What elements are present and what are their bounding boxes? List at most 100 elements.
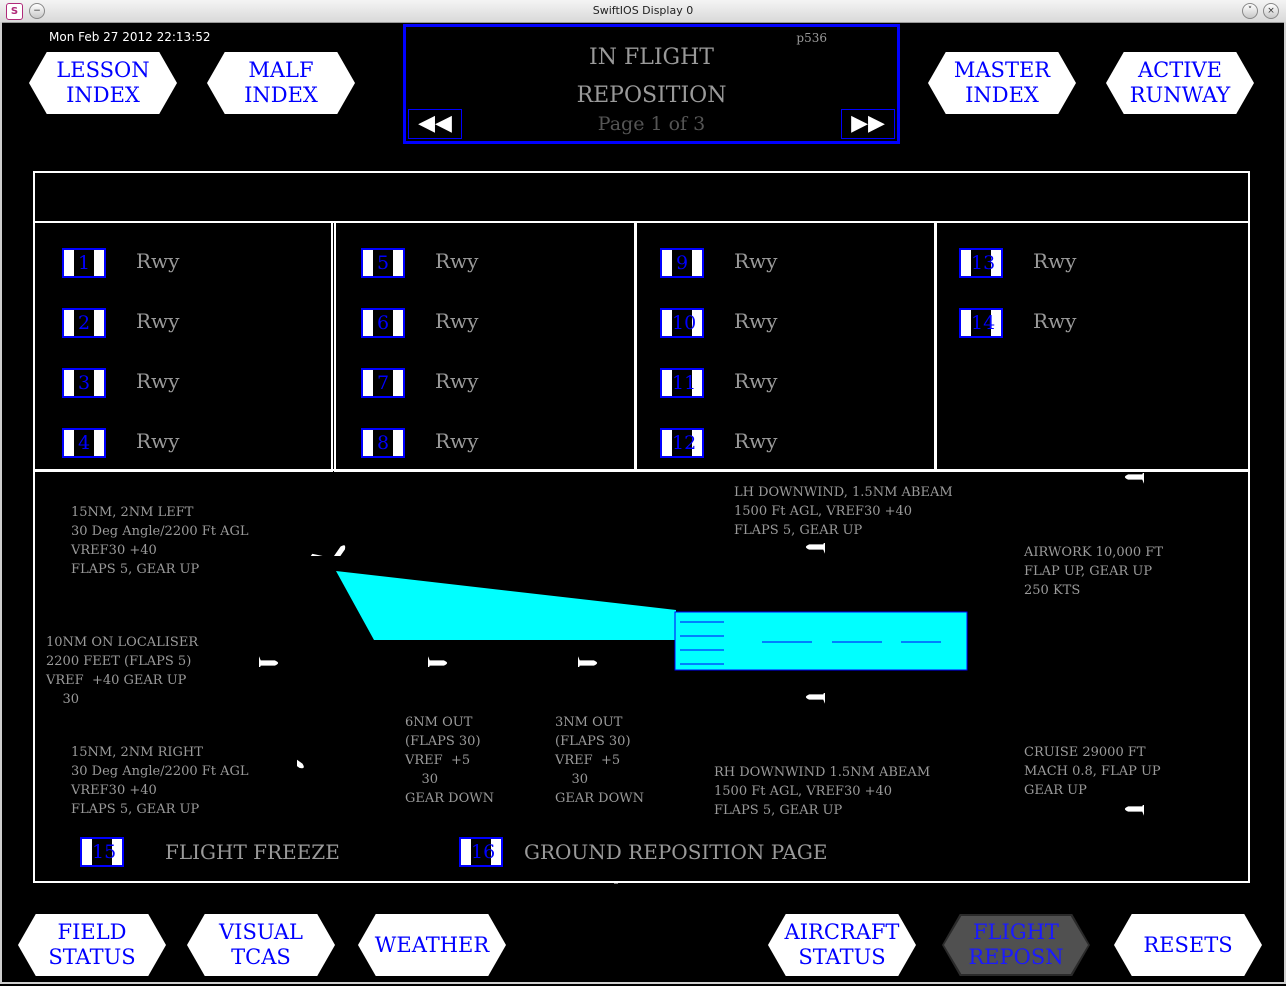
window-menu-button[interactable]: − bbox=[29, 3, 45, 19]
label-rh-downwind: RH DOWNWIND 1.5NM ABEAM 1500 Ft AGL, VRE… bbox=[714, 765, 931, 818]
runway-select-button-11[interactable]: 11 bbox=[660, 368, 704, 398]
prev-page-button[interactable]: ◀◀ bbox=[408, 109, 462, 139]
airplane-icon-right-15nm[interactable] bbox=[297, 724, 343, 778]
runway-select-button-9[interactable]: 9 bbox=[660, 248, 704, 278]
page-title-line1: IN FLIGHT bbox=[589, 45, 714, 70]
runway-select-button-13[interactable]: 13 bbox=[959, 248, 1003, 278]
runway-label: Rwy bbox=[435, 429, 479, 453]
lesson-index-label: LESSON INDEX bbox=[56, 58, 150, 107]
next-page-button[interactable]: ▶▶ bbox=[841, 109, 895, 139]
rewind-icon: ◀◀ bbox=[418, 111, 452, 136]
lesson-index-button[interactable]: LESSON INDEX bbox=[29, 52, 177, 114]
runway-select-number: 6 bbox=[373, 310, 393, 336]
runway-label: Rwy bbox=[435, 309, 479, 333]
fast-forward-icon: ▶▶ bbox=[851, 111, 885, 136]
airplane-icon-rh-downwind[interactable] bbox=[779, 693, 825, 747]
runway-column-4 bbox=[935, 221, 1250, 472]
runway-label: Rwy bbox=[1033, 309, 1077, 333]
aircraft-status-button[interactable]: AIRCRAFT STATUS bbox=[768, 914, 916, 976]
airplane-icon-6nm-out[interactable] bbox=[428, 613, 474, 667]
runway-select-number: 13 bbox=[971, 250, 996, 276]
runway-column-1 bbox=[33, 221, 333, 472]
runway-label: Rwy bbox=[136, 429, 180, 453]
master-index-label: MASTER INDEX bbox=[953, 58, 1051, 107]
field-status-button[interactable]: FIELD STATUS bbox=[18, 914, 166, 976]
visual-tcas-button[interactable]: VISUAL TCAS bbox=[187, 914, 335, 976]
weather-button[interactable]: WEATHER bbox=[358, 914, 506, 976]
ground-reposition-label: GROUND REPOSITION PAGE bbox=[524, 840, 828, 864]
runway-select-number: 10 bbox=[672, 310, 697, 336]
aircraft-status-label: AIRCRAFT STATUS bbox=[784, 920, 900, 969]
runway-select-button-14[interactable]: 14 bbox=[959, 308, 1003, 338]
runway-select-button-5[interactable]: 5 bbox=[361, 248, 405, 278]
runway-label: Rwy bbox=[136, 369, 180, 393]
airplane-icon-3nm-out[interactable] bbox=[578, 613, 624, 667]
malf-index-label: MALF INDEX bbox=[244, 58, 318, 107]
label-6nm-out: 6NM OUT (FLAPS 30) VREF +5 30 GEAR DOWN bbox=[405, 715, 495, 806]
airplane-icon-left-15nm[interactable] bbox=[305, 502, 351, 556]
runway-label: Rwy bbox=[136, 249, 180, 273]
window-close-button[interactable]: × bbox=[1263, 3, 1279, 19]
label-right-15nm: 15NM, 2NM RIGHT 30 Deg Angle/2200 Ft AGL… bbox=[71, 745, 249, 817]
flight-reposn-button[interactable]: FLIGHT REPOSN bbox=[942, 914, 1090, 976]
runway-select-button-10[interactable]: 10 bbox=[660, 308, 704, 338]
display-frame bbox=[0, 22, 1286, 984]
runway-label: Rwy bbox=[734, 429, 778, 453]
flight-reposn-label: FLIGHT REPOSN bbox=[968, 920, 1064, 969]
runway-select-number: 2 bbox=[74, 310, 94, 336]
resets-label: RESETS bbox=[1143, 932, 1233, 957]
flight-freeze-button[interactable]: 15 bbox=[80, 837, 124, 867]
label-3nm-out: 3NM OUT (FLAPS 30) VREF +5 30 GEAR DOWN bbox=[555, 715, 645, 806]
runway-label: Rwy bbox=[435, 369, 479, 393]
resets-button[interactable]: RESETS bbox=[1114, 914, 1262, 976]
active-runway-label: ACTIVE RUNWAY bbox=[1129, 58, 1231, 107]
runway-select-button-12[interactable]: 12 bbox=[660, 428, 704, 458]
ground-reposition-button[interactable]: 16 bbox=[459, 837, 503, 867]
airplane-icon-cruise[interactable] bbox=[1098, 805, 1144, 859]
runway-select-button-7[interactable]: 7 bbox=[361, 368, 405, 398]
runway-select-number: 1 bbox=[74, 250, 94, 276]
label-cruise: CRUISE 29000 FT MACH 0.8, FLAP UP GEAR U… bbox=[1024, 745, 1161, 798]
runway-select-button-3[interactable]: 3 bbox=[62, 368, 106, 398]
runway-select-number: 4 bbox=[74, 430, 94, 456]
runway-select-button-4[interactable]: 4 bbox=[62, 428, 106, 458]
page-indicator: Page 1 of 3 bbox=[597, 113, 706, 135]
window-title: SwiftIOS Display 0 bbox=[592, 4, 694, 17]
visual-tcas-label: VISUAL TCAS bbox=[218, 920, 303, 969]
runway-select-number: 5 bbox=[373, 250, 393, 276]
label-left-15nm: 15NM, 2NM LEFT 30 Deg Angle/2200 Ft AGL … bbox=[71, 505, 249, 577]
airplane-icon-airwork[interactable] bbox=[1098, 473, 1144, 527]
page-id: p536 bbox=[796, 31, 827, 45]
runway-markings bbox=[680, 621, 941, 665]
runway-select-number: 12 bbox=[672, 430, 697, 456]
weather-label: WEATHER bbox=[374, 932, 490, 957]
master-index-button[interactable]: MASTER INDEX bbox=[928, 52, 1076, 114]
flight-freeze-number: 15 bbox=[92, 839, 117, 865]
page-header: IN FLIGHT REPOSITION p536 Page 1 of 3 ◀◀… bbox=[403, 24, 900, 144]
runway-select-button-6[interactable]: 6 bbox=[361, 308, 405, 338]
active-runway-button[interactable]: ACTIVE RUNWAY bbox=[1106, 52, 1254, 114]
airplane-icon-localiser-10nm[interactable] bbox=[259, 613, 305, 667]
window-minimize-button[interactable]: ˅ bbox=[1242, 3, 1258, 19]
app-icon: S bbox=[6, 3, 23, 20]
flight-freeze-label: FLIGHT FREEZE bbox=[165, 840, 340, 864]
runway-select-button-8[interactable]: 8 bbox=[361, 428, 405, 458]
runway-graphic bbox=[674, 611, 968, 671]
label-localiser-10nm: 10NM ON LOCALISER 2200 FEET (FLAPS 5) VR… bbox=[46, 635, 199, 707]
runway-label: Rwy bbox=[435, 249, 479, 273]
ground-reposition-number: 16 bbox=[471, 839, 496, 865]
label-lh-downwind: LH DOWNWIND, 1.5NM ABEAM 1500 Ft AGL, VR… bbox=[734, 485, 953, 538]
runway-label: Rwy bbox=[734, 369, 778, 393]
runway-select-button-2[interactable]: 2 bbox=[62, 308, 106, 338]
reposition-diagram-panel bbox=[33, 469, 1250, 883]
runway-select-number: 9 bbox=[672, 250, 692, 276]
airplane-icon-lh-downwind[interactable] bbox=[779, 543, 825, 597]
malf-index-button[interactable]: MALF INDEX bbox=[207, 52, 355, 114]
runway-select-button-1[interactable]: 1 bbox=[62, 248, 106, 278]
page-title-line2: REPOSITION bbox=[576, 83, 727, 108]
label-airwork: AIRWORK 10,000 FT FLAP UP, GEAR UP 250 K… bbox=[1024, 545, 1163, 598]
runway-select-number: 14 bbox=[971, 310, 996, 336]
approach-cone bbox=[336, 571, 676, 640]
runway-select-number: 8 bbox=[373, 430, 393, 456]
